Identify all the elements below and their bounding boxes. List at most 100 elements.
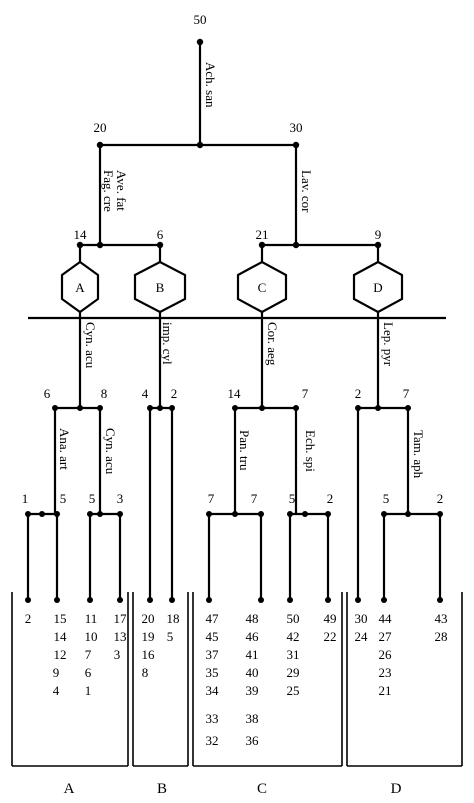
c-leaf-1-node xyxy=(206,597,212,603)
hexagon-c-label: C xyxy=(258,280,267,295)
a-left-count: 6 xyxy=(44,386,51,401)
a-leaf-3-node xyxy=(87,597,93,603)
a-col-4-item: 17 xyxy=(114,611,128,626)
d-col-2-item: 21 xyxy=(379,683,392,698)
d-left-count: 2 xyxy=(355,386,362,401)
node-split xyxy=(196,141,204,149)
bracket-a-label: A xyxy=(64,781,75,797)
c-col-3-item: 42 xyxy=(287,629,300,644)
b-col-2-item: 18 xyxy=(167,611,180,626)
b-col-2: 18 5 xyxy=(167,611,180,644)
d-leaf-1-node xyxy=(355,597,361,603)
a-leaf-4-node xyxy=(117,597,123,603)
c-rr-count: 2 xyxy=(327,491,334,506)
d-right-count: 7 xyxy=(403,386,410,401)
bracket-b-label: B xyxy=(157,781,167,797)
n21: 21 xyxy=(256,227,269,242)
d-mid-node xyxy=(375,405,381,411)
c-col-3-item: 25 xyxy=(287,683,300,698)
left-label-2: Fag. cre xyxy=(101,170,116,212)
c-rl-count: 5 xyxy=(289,491,296,506)
a-col-3-item: 6 xyxy=(85,665,92,680)
d-col-1: 30 24 xyxy=(355,611,369,644)
a-col-2-item: 12 xyxy=(54,647,67,662)
stem-c-label: Cor. aeg xyxy=(265,322,280,366)
c-mid-node xyxy=(259,405,265,411)
hexagon-a: A xyxy=(60,260,100,314)
c-leaf-3-node xyxy=(287,597,293,603)
a-lm-node xyxy=(39,511,45,517)
d-col-2-item: 26 xyxy=(379,647,393,662)
b-col-1-item: 8 xyxy=(142,665,149,680)
bracket-a xyxy=(11,592,129,767)
b-col-1: 20 19 16 8 xyxy=(142,611,156,680)
a-col-2-item: 14 xyxy=(54,629,68,644)
d-rl-count: 5 xyxy=(383,491,390,506)
left-label-1: Ave. fat xyxy=(114,170,129,211)
c-col-1-item: 32 xyxy=(206,733,219,748)
c-col-3-item: 31 xyxy=(287,647,300,662)
a-col-2: 15 14 12 9 4 xyxy=(53,611,67,698)
hexagon-d: D xyxy=(352,260,404,314)
c-lm-node xyxy=(232,511,238,517)
c-col-2-item: 38 xyxy=(246,711,259,726)
stem-b-label: imp. cyl xyxy=(160,322,175,365)
a-col-2-item: 15 xyxy=(54,611,67,626)
n14: 14 xyxy=(74,227,88,242)
c-col-2: 48 46 41 40 39 38 36 xyxy=(246,611,260,748)
hexagon-c: C xyxy=(236,260,288,314)
b-col-1-item: 16 xyxy=(142,647,156,662)
a-col-3-item: 7 xyxy=(85,647,92,662)
c-col-1-item: 37 xyxy=(206,647,220,662)
hexagon-b-label: B xyxy=(156,280,165,295)
hexagon-b: B xyxy=(133,260,187,314)
d-col-3: 43 28 xyxy=(435,611,448,644)
b-leaf-2-node xyxy=(169,597,175,603)
a-col-3-item: 11 xyxy=(85,611,98,626)
c-col-3-item: 50 xyxy=(287,611,300,626)
c-col-4: 49 22 xyxy=(324,611,337,644)
a-rm-node xyxy=(97,511,103,517)
c-col-1-item: 34 xyxy=(206,683,220,698)
n6: 6 xyxy=(157,227,164,242)
c-col-1: 47 45 37 35 34 33 32 xyxy=(206,611,220,748)
c-col-2-item: 36 xyxy=(246,733,260,748)
d-rr-count: 2 xyxy=(437,491,444,506)
b-left-count: 4 xyxy=(142,386,149,401)
n9: 9 xyxy=(375,227,382,242)
a-leaf-2-node xyxy=(54,597,60,603)
c-col-2-item: 46 xyxy=(246,629,260,644)
a-mid-node xyxy=(77,405,83,411)
a-right-count: 8 xyxy=(101,386,108,401)
bracket-c xyxy=(192,592,343,767)
d-col-2-item: 27 xyxy=(379,629,393,644)
c-leaf-2-node xyxy=(258,597,264,603)
a-col-3-item: 10 xyxy=(85,629,98,644)
c-rm-node xyxy=(302,511,308,517)
c-col-1-item: 45 xyxy=(206,629,219,644)
b-mid-node xyxy=(157,405,163,411)
c-col-3: 50 42 31 29 25 xyxy=(287,611,300,698)
d-rm-node xyxy=(405,511,411,517)
b-col-1-item: 19 xyxy=(142,629,155,644)
c-right-label: Ech. spi xyxy=(303,430,318,472)
a-col-4-item: 3 xyxy=(114,647,121,662)
d-leaf-3-node xyxy=(437,597,443,603)
bracket-d-label: D xyxy=(391,781,402,797)
hexagon-d-label: D xyxy=(373,280,382,295)
a-ll-count: 1 xyxy=(22,491,29,506)
bracket-c-label: C xyxy=(257,781,267,797)
c-col-2-item: 40 xyxy=(246,665,259,680)
d-col-1-item: 24 xyxy=(355,629,369,644)
a-col-4-item: 13 xyxy=(114,629,127,644)
root-node xyxy=(196,38,204,46)
a-col-1-item: 2 xyxy=(25,611,32,626)
c-lr-count: 7 xyxy=(251,491,258,506)
a-lr-count: 5 xyxy=(60,491,67,506)
a-col-3: 11 10 7 6 1 xyxy=(85,611,98,698)
a-leaf-1-node xyxy=(25,597,31,603)
a-col-4: 17 13 3 xyxy=(114,611,128,662)
c-col-2-item: 48 xyxy=(246,611,259,626)
bracket-d xyxy=(346,592,463,767)
